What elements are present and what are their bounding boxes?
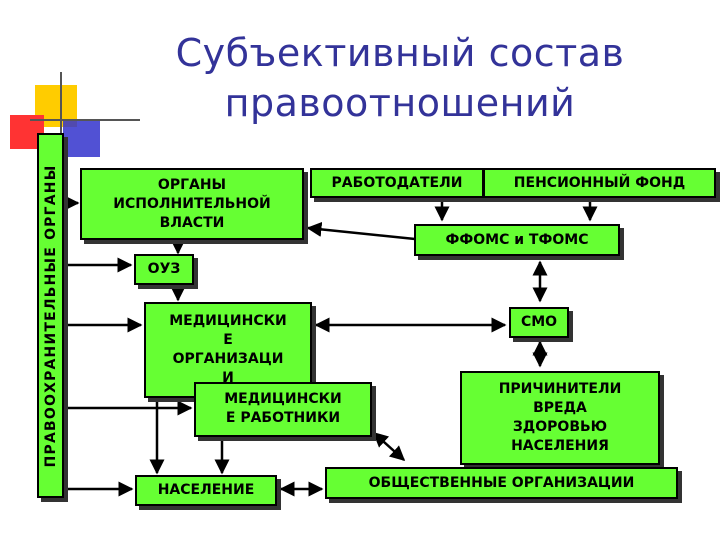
box-prichiniteli-line-4: НАСЕЛЕНИЯ <box>511 438 609 454</box>
box-prichiniteli-vreda: ПРИЧИНИТЕЛИ ВРЕДА ЗДОРОВЬЮ НАСЕЛЕНИЯ <box>460 371 660 465</box>
box-medorg-line-4: И <box>222 370 234 386</box>
box-prichiniteli-line-2: ВРЕДА <box>533 400 587 416</box>
deco-horizontal-line <box>30 119 140 121</box>
title-line-2: правоотношений <box>224 81 576 125</box>
box-pensionny-fond: ПЕНСИОННЫЙ ФОНД <box>483 168 716 198</box>
box-smo-label: СМО <box>520 314 558 330</box>
box-ffoms-tfoms: ФФОМС и ТФОМС <box>414 224 620 256</box>
title-line-1: Субъективный состав <box>175 31 625 75</box>
arrow-medrab-obshchestvennye <box>372 431 406 462</box>
deco-blue-square <box>63 120 100 157</box>
box-organy-line-1: ОРГАНЫ <box>157 177 227 193</box>
box-naselenie: НАСЕЛЕНИЕ <box>135 475 277 506</box>
box-pravookhranitelnye-organy: ПРАВООХРАНИТЕЛЬНЫЕ ОРГАНЫ <box>37 133 64 498</box>
box-ouz: ОУЗ <box>134 254 194 285</box>
side-box-label: ПРАВООХРАНИТЕЛЬНЫЕ ОРГАНЫ <box>42 164 59 467</box>
arrow-ffoms-to-organy <box>306 221 416 241</box>
box-obshchestvennye-label: ОБЩЕСТВЕННЫЕ ОРГАНИЗАЦИИ <box>368 475 635 491</box>
box-ouz-label: ОУЗ <box>147 261 181 277</box>
box-medrab-line-1: МЕДИЦИНСКИ <box>224 391 342 407</box>
box-medrab-line-2: Е РАБОТНИКИ <box>225 410 341 426</box>
deco-vertical-line <box>60 72 62 162</box>
box-organy-line-3: ВЛАСТИ <box>159 215 225 231</box>
box-med-rabotniki: МЕДИЦИНСКИ Е РАБОТНИКИ <box>194 382 372 437</box>
box-medorg-line-3: ОРГАНИЗАЦИ <box>172 351 284 367</box>
box-smo: СМО <box>509 307 569 338</box>
box-pensionny-label: ПЕНСИОННЫЙ ФОНД <box>513 175 686 191</box>
box-obshchestvennye-organizatsii: ОБЩЕСТВЕННЫЕ ОРГАНИЗАЦИИ <box>325 467 678 499</box>
box-medorg-line-1: МЕДИЦИНСКИ <box>169 313 287 329</box>
box-rabotodateli: РАБОТОДАТЕЛИ <box>310 168 484 198</box>
box-organy-ispolnitelnoy-vlasti: ОРГАНЫ ИСПОЛНИТЕЛЬНОЙ ВЛАСТИ <box>80 168 304 240</box>
box-prichiniteli-line-1: ПРИЧИНИТЕЛИ <box>498 381 622 397</box>
box-rabotodateli-label: РАБОТОДАТЕЛИ <box>331 175 463 191</box>
box-organy-line-2: ИСПОЛНИТЕЛЬНОЙ <box>113 196 271 212</box>
box-naselenie-label: НАСЕЛЕНИЕ <box>157 482 255 498</box>
box-prichiniteli-line-3: ЗДОРОВЬЮ <box>512 419 608 435</box>
slide-title: Субъективный состав правоотношений <box>120 28 680 128</box>
box-ffoms-label: ФФОМС и ТФОМС <box>445 232 589 248</box>
box-medorg-line-2: Е <box>223 332 233 348</box>
